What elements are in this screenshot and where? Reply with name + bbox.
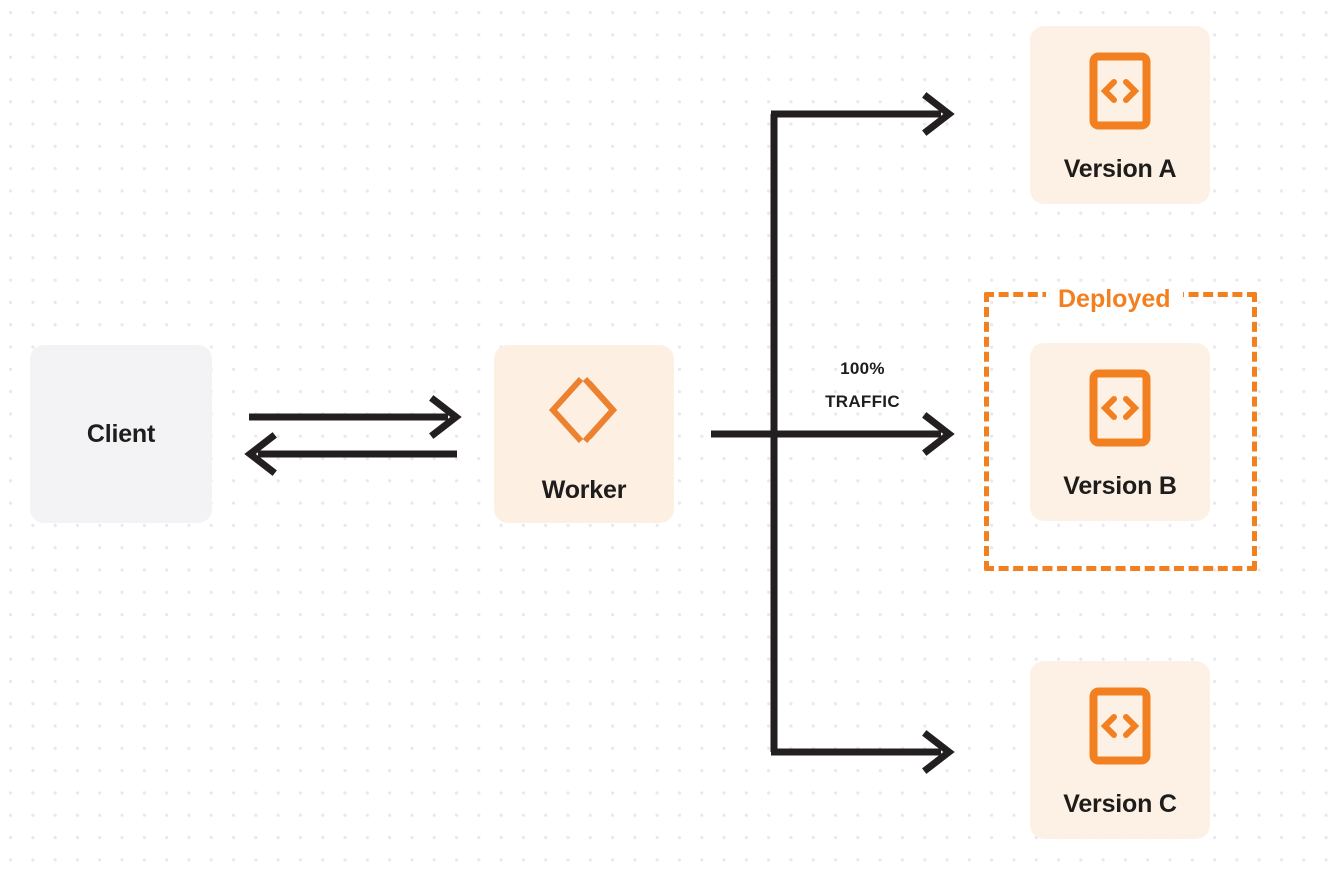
deployed-group-label: Deployed: [1046, 285, 1183, 313]
node-version-b[interactable]: Version B: [1030, 343, 1210, 521]
node-version-a-label: Version A: [1063, 155, 1177, 183]
edge-client-to-worker: [249, 395, 462, 439]
node-version-c[interactable]: Version C: [1030, 661, 1210, 839]
node-version-c-label: Version C: [1063, 790, 1177, 818]
traffic-percent: 100%: [840, 359, 885, 378]
node-version-a[interactable]: Version A: [1030, 26, 1210, 204]
edge-worker-to-version-b: [774, 412, 955, 456]
edge-worker-to-client: [244, 432, 457, 476]
edge-worker-trunk: [711, 114, 778, 752]
cloudflare-workers-icon: [545, 371, 623, 454]
traffic-label: 100% TRAFFIC: [790, 352, 935, 418]
node-client-label: Client: [86, 419, 156, 448]
code-document-icon: [1089, 52, 1151, 135]
node-client[interactable]: Client: [30, 345, 212, 523]
edge-worker-to-version-a: [771, 92, 955, 136]
code-document-icon: [1089, 687, 1151, 770]
node-version-b-label: Version B: [1063, 472, 1177, 500]
node-worker[interactable]: Worker: [494, 345, 674, 523]
code-document-icon: [1089, 369, 1151, 452]
node-worker-label: Worker: [541, 476, 627, 504]
edge-worker-to-version-c: [771, 730, 955, 774]
traffic-unit: TRAFFIC: [825, 392, 900, 411]
